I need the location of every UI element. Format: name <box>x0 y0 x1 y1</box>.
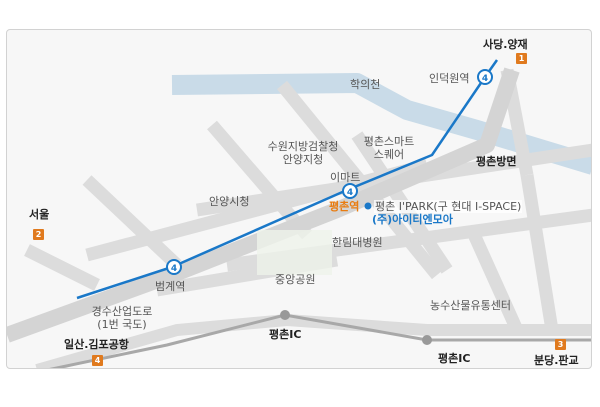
label-bundang-pangyo: 분당.판교 <box>534 354 579 367</box>
station-marker-beomgye: 4 <box>166 259 182 275</box>
label-hakuicheon: 학의천 <box>350 78 381 91</box>
label-ilsan-gimpo: 일산.김포공항 <box>64 338 129 351</box>
road <box>24 244 100 291</box>
label-ipark-building: 평촌 I'PARK(구 현대 I-SPACE) <box>374 200 523 213</box>
label-company[interactable]: (주)아이티엔모아 <box>372 213 453 226</box>
road <box>35 313 591 368</box>
central-park-area <box>257 230 332 275</box>
ic-marker-left <box>280 310 290 320</box>
location-map: 4 4 4 사당.양재 1 인덕원역 학의천 평촌스마트 스퀘어 수원지방검찰청… <box>6 29 592 369</box>
road <box>82 175 182 270</box>
label-pyeongchon-bangmyeon: 평촌방면 <box>476 155 517 168</box>
svg-text:4: 4 <box>347 188 353 198</box>
label-suwon-court: 수원지방검찰청 안양지청 <box>267 140 339 166</box>
label-seoul: 서울 <box>29 208 50 221</box>
label-anyang-cityhall: 안양시청 <box>209 195 250 208</box>
label-agri-center: 농수산물유통센터 <box>430 299 511 312</box>
station-marker-indeogwon: 4 <box>477 69 493 85</box>
label-pyeongchon-station: 평촌역 <box>329 200 360 213</box>
route-badge-sadang: 1 <box>516 53 527 64</box>
label-emart: 이마트 <box>330 171 361 184</box>
label-pyeongchon-smart-square: 평촌스마트 스퀘어 <box>363 135 415 161</box>
label-central-park: 중앙공원 <box>275 273 316 286</box>
ic-marker-right <box>422 335 432 345</box>
label-pyeongchon-ic-right: 평촌IC <box>438 352 471 365</box>
label-hallym-hospital: 한림대병원 <box>332 236 383 249</box>
label-pyeongchon-ic-left: 평촌IC <box>269 328 302 341</box>
station-marker-pyeongchon: 4 <box>342 183 358 199</box>
route-badge-seoul: 2 <box>33 229 44 240</box>
label-indeogwon-station: 인덕원역 <box>429 72 470 85</box>
route-badge-ilsan: 4 <box>92 355 103 366</box>
route-badge-bundang: 3 <box>555 339 566 350</box>
road <box>520 173 559 332</box>
map-canvas: 4 4 4 <box>7 59 591 368</box>
label-gyeongsu-road: 경수산업도로 (1번 국도) <box>91 305 153 331</box>
company-location-dot <box>364 202 372 210</box>
label-beomgye-station: 범계역 <box>155 280 186 293</box>
svg-text:4: 4 <box>171 264 177 274</box>
label-sadang-yangjae: 사당.양재 <box>483 38 528 51</box>
svg-text:4: 4 <box>482 74 488 84</box>
gyeongsu-road <box>7 67 520 343</box>
road <box>466 227 523 333</box>
road <box>207 120 312 240</box>
